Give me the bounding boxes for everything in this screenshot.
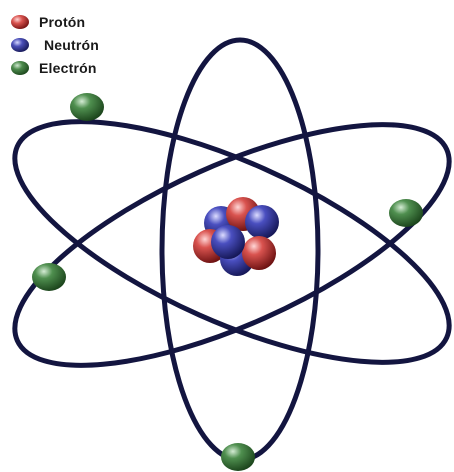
legend-item-neutron: Neutrón [10, 33, 99, 56]
proton-swatch-icon [11, 14, 29, 29]
electron-particle [70, 93, 104, 121]
electron-particle [221, 443, 255, 471]
nucleus [193, 197, 279, 276]
legend-label-electron: Electrón [39, 59, 97, 76]
neutron-particle [245, 205, 279, 239]
orbit-ascending [12, 122, 452, 368]
neutron-swatch-icon [11, 37, 29, 52]
electrons [32, 93, 423, 471]
legend: Protón Neutrón E [10, 10, 99, 79]
neutron-particle [211, 225, 245, 259]
legend-label-neutron: Neutrón [44, 36, 100, 53]
proton-particle [242, 236, 276, 270]
legend-label-proton: Protón [39, 13, 86, 30]
legend-item-proton: Protón [10, 10, 99, 33]
legend-item-electron: Electrón [10, 56, 99, 79]
electron-particle [389, 199, 423, 227]
orbit-descending [12, 119, 452, 365]
electron-swatch-icon [11, 60, 29, 75]
electron-particle [32, 263, 66, 291]
